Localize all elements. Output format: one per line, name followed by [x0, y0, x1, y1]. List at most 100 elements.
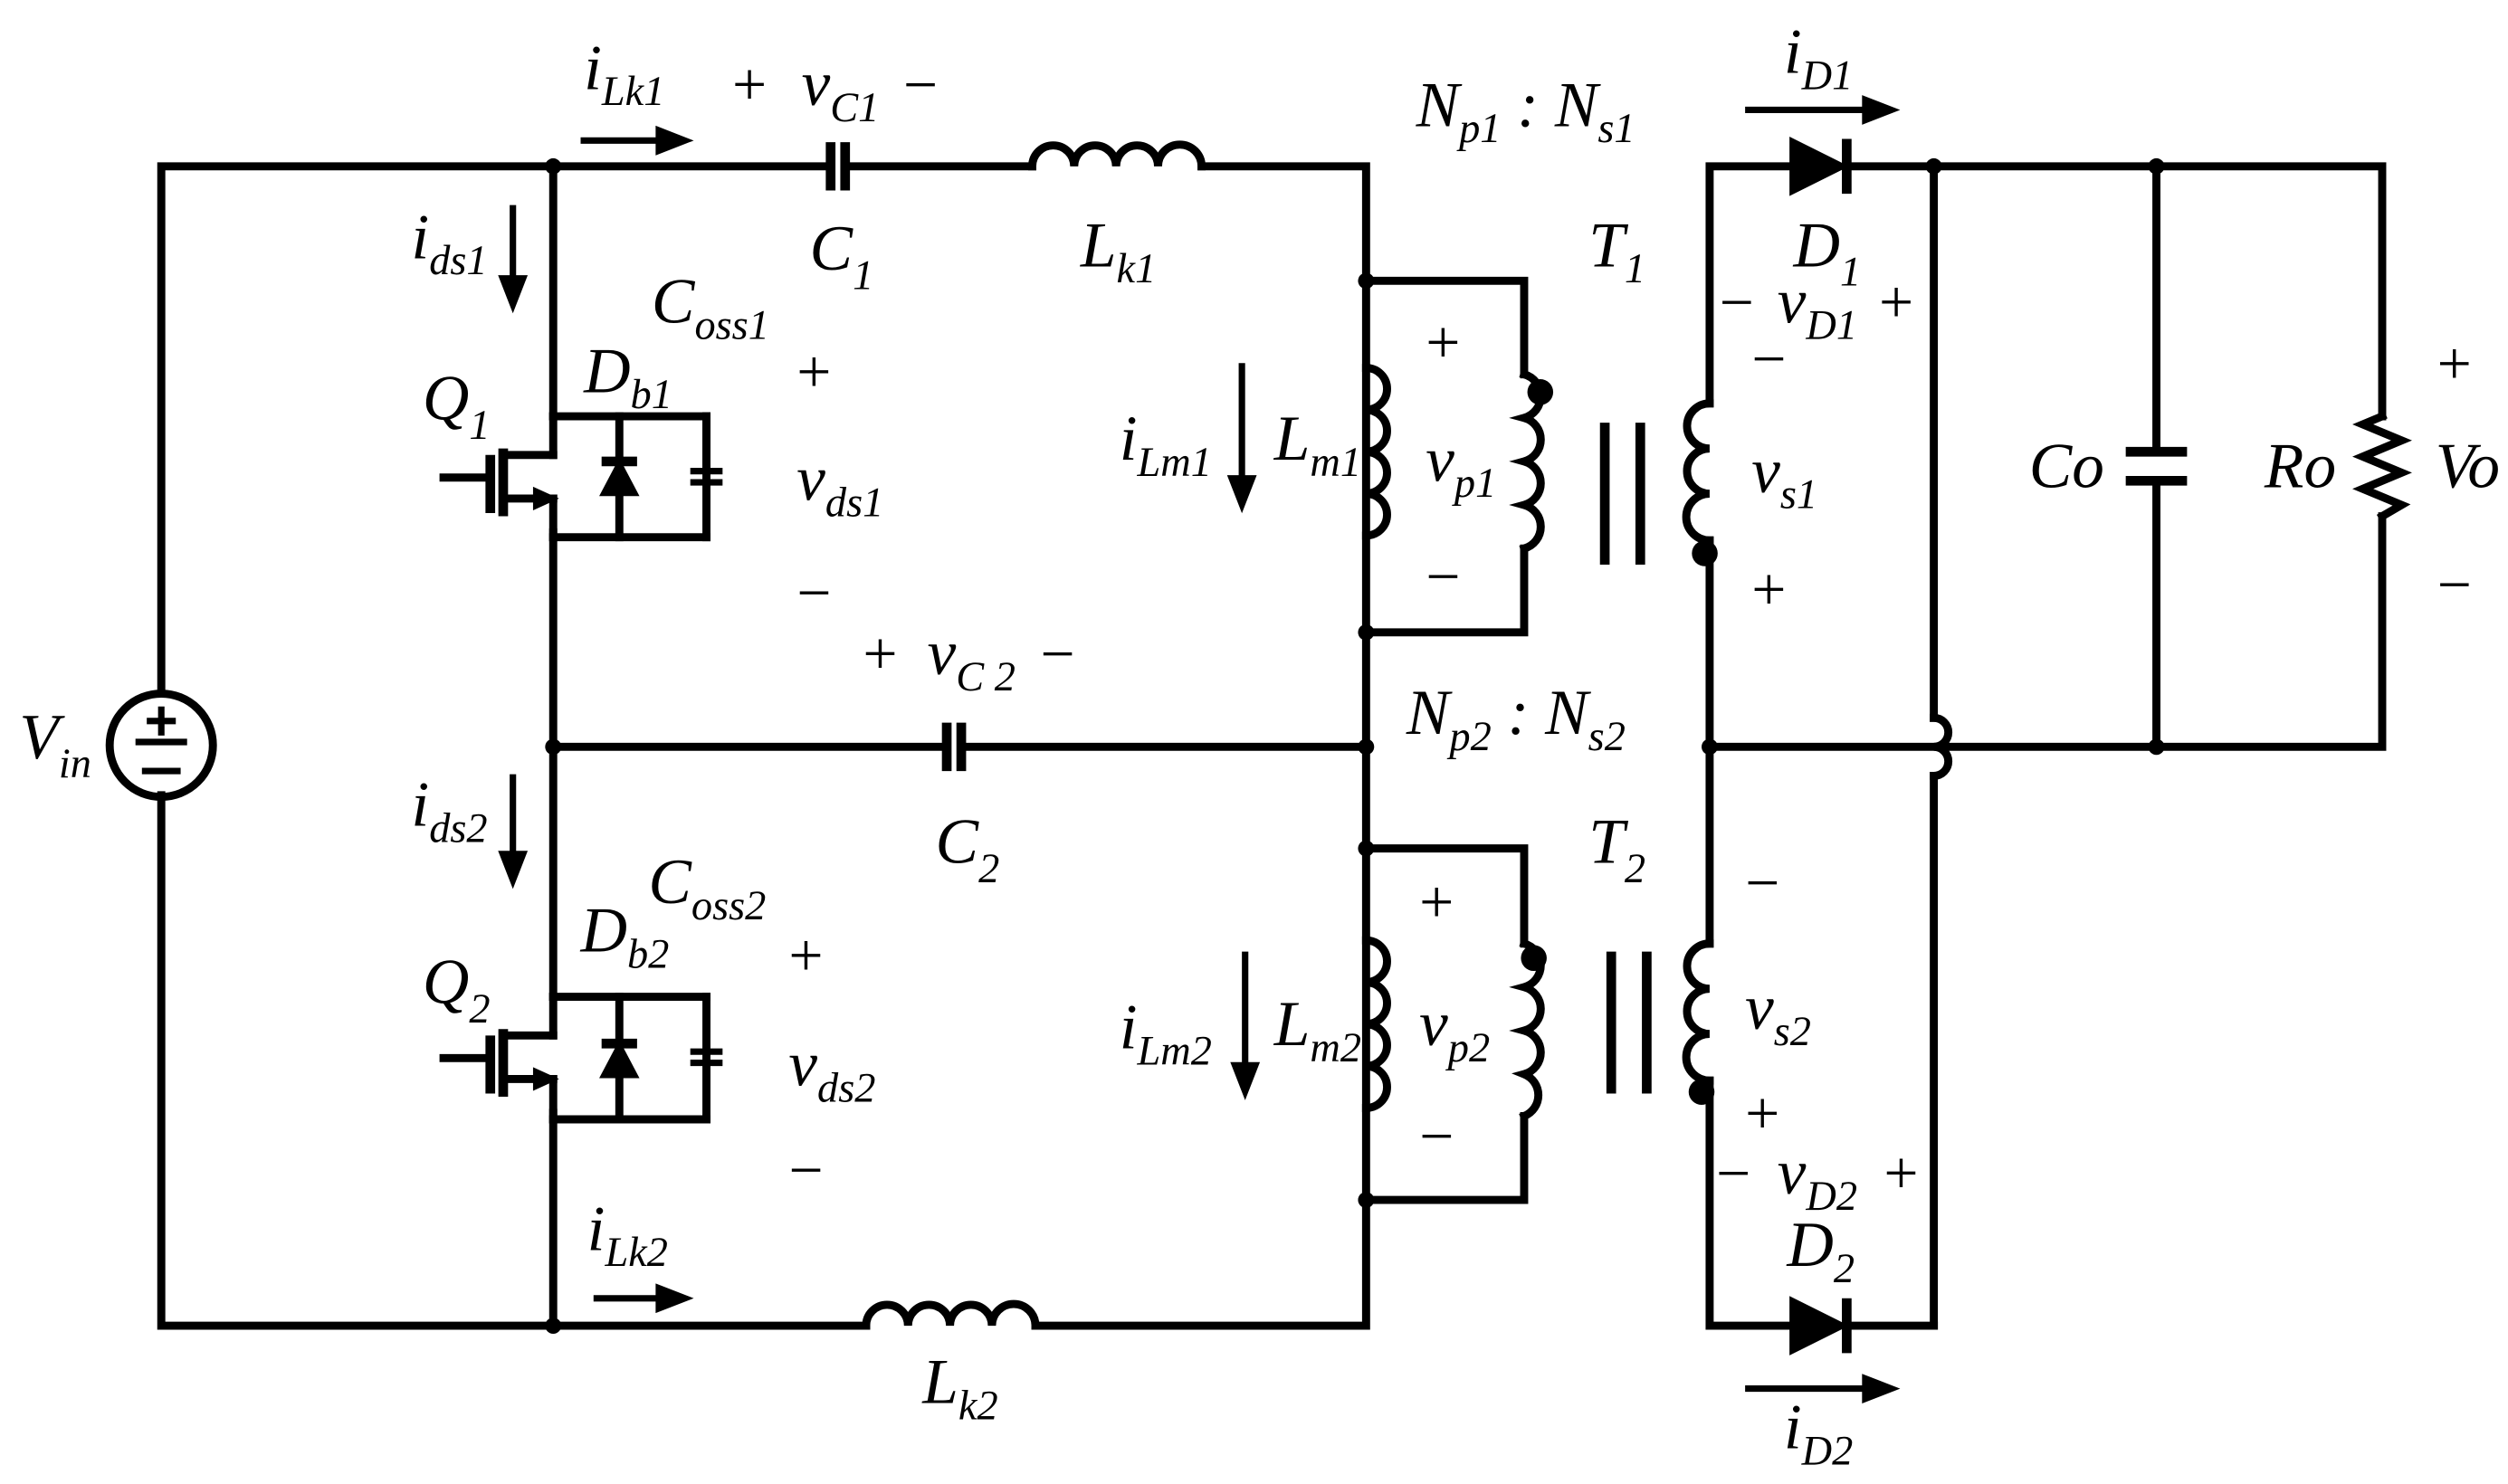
transformer-t2	[1509, 938, 1715, 1122]
label-i-lk1: iLk1	[584, 32, 664, 115]
label-vds2-minus: −	[788, 1136, 823, 1203]
label-i-ds1: ids1	[411, 201, 487, 284]
resistor-ro	[2352, 411, 2412, 522]
label-lm1: Lm1	[1273, 403, 1361, 486]
junction-dot	[2148, 157, 2165, 175]
label-t2: T2	[1588, 806, 1645, 892]
label-i-ds2: ids2	[411, 769, 487, 852]
junction-dots	[545, 157, 2165, 1334]
label-vds1-plus: +	[796, 338, 831, 405]
label-v-ds1: vds1	[796, 443, 883, 527]
label-lk1: Lk1	[1080, 209, 1156, 292]
label-vc2-minus: −	[1040, 620, 1074, 688]
label-lm2: Lm2	[1273, 988, 1361, 1071]
label-vd2-plus: +	[1883, 1139, 1918, 1207]
current-arrows	[498, 95, 1901, 1403]
input-voltage-source	[105, 690, 217, 802]
label-i-lk2: iLk2	[587, 1193, 668, 1276]
label-vo: Vo	[2436, 430, 2500, 501]
arrow-right-icon	[580, 125, 694, 156]
inductor-lk2	[862, 1299, 1040, 1330]
junction-dot	[545, 157, 562, 175]
label-vp1-plus: +	[1426, 309, 1460, 376]
label-v-c2: vC 2	[928, 617, 1016, 700]
label-vp2-minus: −	[1419, 1102, 1454, 1170]
label-q2: Q2	[423, 947, 491, 1032]
label-vc1-plus: +	[732, 51, 767, 119]
label-vc1-minus: −	[903, 51, 938, 119]
junction-dot	[545, 738, 562, 756]
capacitor-c1	[825, 142, 851, 191]
label-v-s2: vs2	[1745, 972, 1811, 1055]
label-i-d1: iD1	[1784, 15, 1853, 99]
label-vs1-minus: −	[1751, 325, 1786, 393]
labels: iLk1 + vC1 − C1 Lk1 Np1:Ns1 T1 iD1 D1 − …	[19, 15, 2500, 1474]
junction-dot	[1358, 1192, 1375, 1208]
label-coss2: Coss2	[648, 846, 766, 929]
arrow-down-icon	[1226, 363, 1257, 514]
junction-dot	[1358, 272, 1375, 290]
label-lk2: Lk2	[921, 1346, 997, 1430]
capacitor-c2	[941, 722, 967, 772]
label-vp2-plus: +	[1419, 869, 1454, 937]
label-vd1-minus: −	[1720, 269, 1754, 337]
diode-d2	[1789, 1296, 1852, 1356]
label-vd2-minus: −	[1716, 1139, 1750, 1207]
label-i-lm2: iLm2	[1120, 992, 1212, 1075]
label-db1: Db1	[583, 335, 672, 418]
label-vs2-minus: −	[1745, 849, 1779, 917]
arrow-down-icon	[498, 205, 529, 314]
label-vs1-plus: +	[1751, 556, 1786, 623]
label-vd1-plus: +	[1879, 269, 1913, 337]
label-c1: C1	[810, 213, 874, 299]
junction-dot	[545, 1318, 562, 1334]
polarity-dot	[1521, 945, 1547, 972]
inductor-lk1	[1028, 140, 1206, 171]
label-i-lm1: iLm1	[1120, 403, 1212, 486]
label-c2: C2	[936, 806, 1000, 892]
label-turns-ratio-t1: Np1:Ns1	[1416, 69, 1635, 152]
arrow-down-icon	[1230, 951, 1261, 1100]
label-vp1-minus: −	[1426, 543, 1460, 611]
label-vin: Vin	[19, 701, 91, 787]
label-vds1-minus: −	[796, 558, 831, 626]
label-v-c1: vC1	[802, 48, 880, 131]
transformer-t1	[1509, 369, 1718, 566]
label-v-ds2: vds2	[788, 1029, 875, 1112]
label-vc2-plus: +	[863, 620, 897, 688]
label-d2: D2	[1786, 1209, 1855, 1292]
label-turns-ratio-t2: Np2:Ns2	[1406, 677, 1626, 760]
junction-dot	[1925, 157, 1942, 175]
label-ro: Ro	[2264, 430, 2336, 501]
diode-d1	[1789, 136, 1852, 196]
label-v-p2: vp2	[1419, 988, 1490, 1071]
label-d1: D1	[1793, 209, 1862, 295]
label-q1: Q1	[423, 363, 491, 449]
label-t1: T1	[1588, 209, 1645, 292]
label-co: Co	[2029, 430, 2104, 501]
inductor-lm1	[1361, 364, 1391, 540]
label-v-p1: vp1	[1426, 423, 1496, 507]
capacitor-co	[2125, 446, 2188, 486]
label-vds2-plus: +	[788, 921, 823, 989]
polarity-dot	[1688, 1079, 1715, 1105]
arrow-right-icon	[1745, 95, 1901, 125]
label-v-d1: vD1	[1778, 266, 1857, 349]
label-db2: Db2	[580, 895, 670, 978]
arrow-down-icon	[498, 774, 529, 889]
label-v-d2: vD2	[1778, 1137, 1857, 1220]
arrow-right-icon	[1745, 1374, 1901, 1403]
label-vs2-plus: +	[1745, 1080, 1779, 1147]
label-vo-minus: −	[2437, 551, 2472, 619]
label-coss1: Coss1	[652, 266, 769, 349]
mosfet-q2	[439, 993, 723, 1124]
junction-dot	[1358, 738, 1375, 756]
mosfet-q1	[439, 412, 723, 542]
junction-dot	[2148, 738, 2165, 756]
label-vo-plus: +	[2437, 329, 2472, 397]
wires	[157, 162, 2387, 1330]
junction-dot	[1358, 840, 1375, 857]
arrow-right-icon	[593, 1283, 694, 1314]
polarity-dot	[1692, 540, 1718, 566]
